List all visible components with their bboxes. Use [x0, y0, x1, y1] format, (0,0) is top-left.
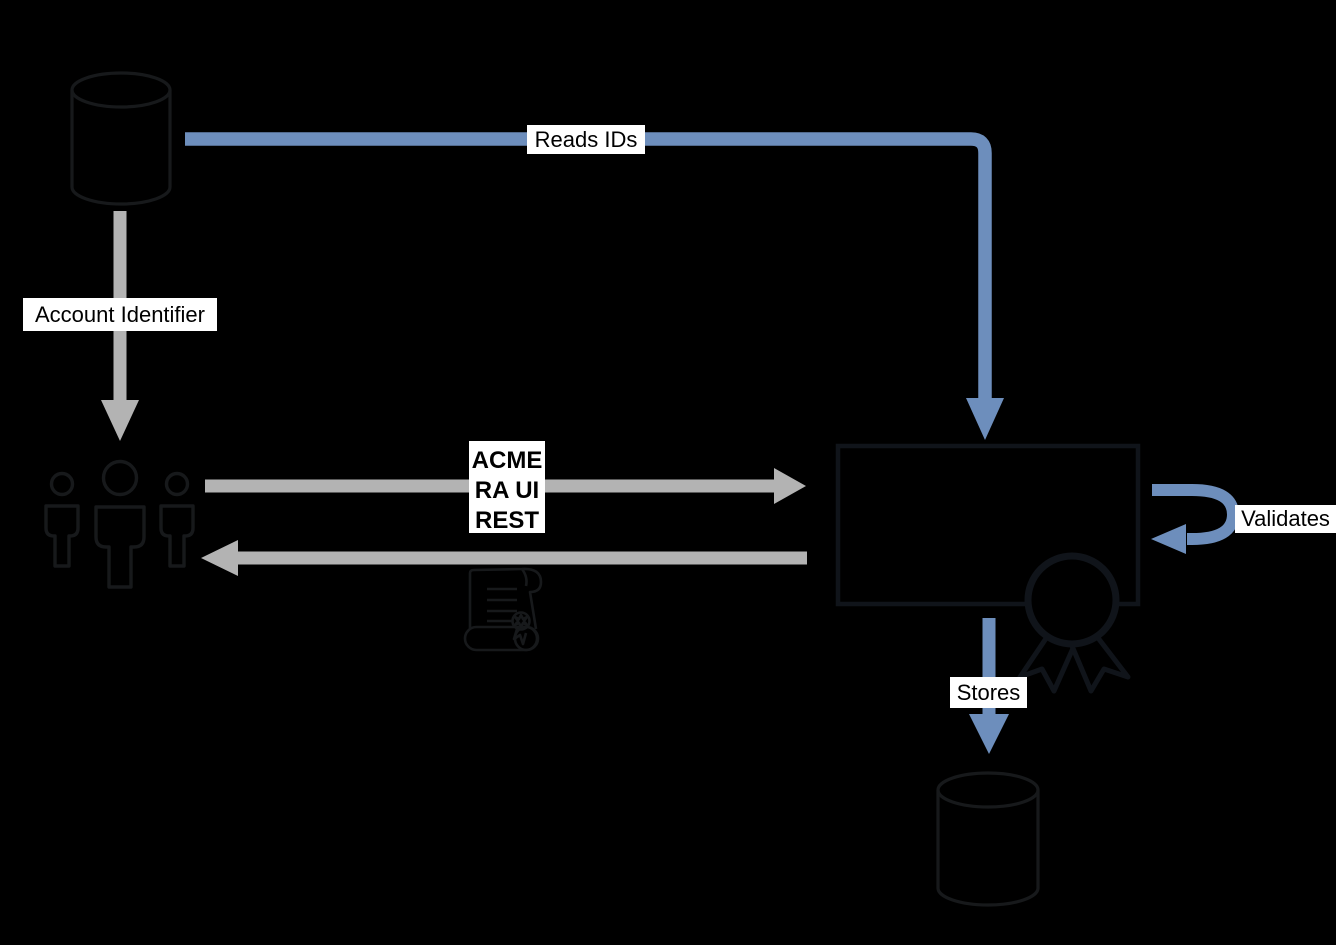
user-left-head	[49, 471, 75, 497]
svg-text:Validates: Validates	[1241, 506, 1330, 531]
stores-label: Stores	[950, 677, 1027, 708]
source-database-icon	[70, 71, 172, 206]
user-right-body	[159, 504, 195, 568]
account-identifier-label: Account Identifier	[23, 298, 217, 331]
scroll-seal	[511, 611, 531, 631]
svg-text:ACME: ACME	[472, 447, 543, 474]
scroll-seal-ribbon	[512, 628, 528, 646]
scroll-seal-star	[513, 613, 529, 629]
svg-text:Reads IDs: Reads IDs	[535, 127, 638, 152]
arrowhead-down	[101, 400, 139, 441]
scroll-curl	[520, 568, 528, 587]
svg-text:Account Identifier: Account Identifier	[35, 302, 205, 327]
validates-loop-arrow	[1151, 484, 1240, 554]
store-database-icon	[936, 771, 1040, 907]
arrowhead-left	[201, 540, 238, 576]
scroll-paper	[468, 567, 543, 630]
award-ribbon-icon	[1017, 552, 1131, 694]
award-rosette	[1024, 552, 1120, 648]
user-right-head	[164, 471, 190, 497]
acme-ra-ui-rest-label: ACME RA UI REST	[469, 441, 545, 534]
arrowhead-left	[1151, 524, 1186, 554]
user-center-body	[94, 505, 146, 589]
arrowhead-down	[969, 714, 1009, 754]
validates-label: Validates	[1235, 505, 1336, 533]
response-arrow	[201, 540, 807, 576]
certificate-scroll-icon	[463, 567, 543, 652]
svg-text:RA UI: RA UI	[475, 477, 539, 504]
user-group-icon	[44, 459, 195, 589]
reads-ids-label: Reads IDs	[527, 125, 645, 154]
svg-text:REST: REST	[475, 507, 539, 534]
user-left-body	[44, 504, 80, 568]
reads-ids-arrow	[185, 132, 1004, 440]
svg-text:Stores: Stores	[957, 680, 1021, 705]
scroll-text-lines	[487, 587, 517, 623]
arrowhead-right	[774, 468, 806, 504]
user-center-head	[101, 459, 139, 497]
arrowhead-down	[966, 398, 1004, 440]
